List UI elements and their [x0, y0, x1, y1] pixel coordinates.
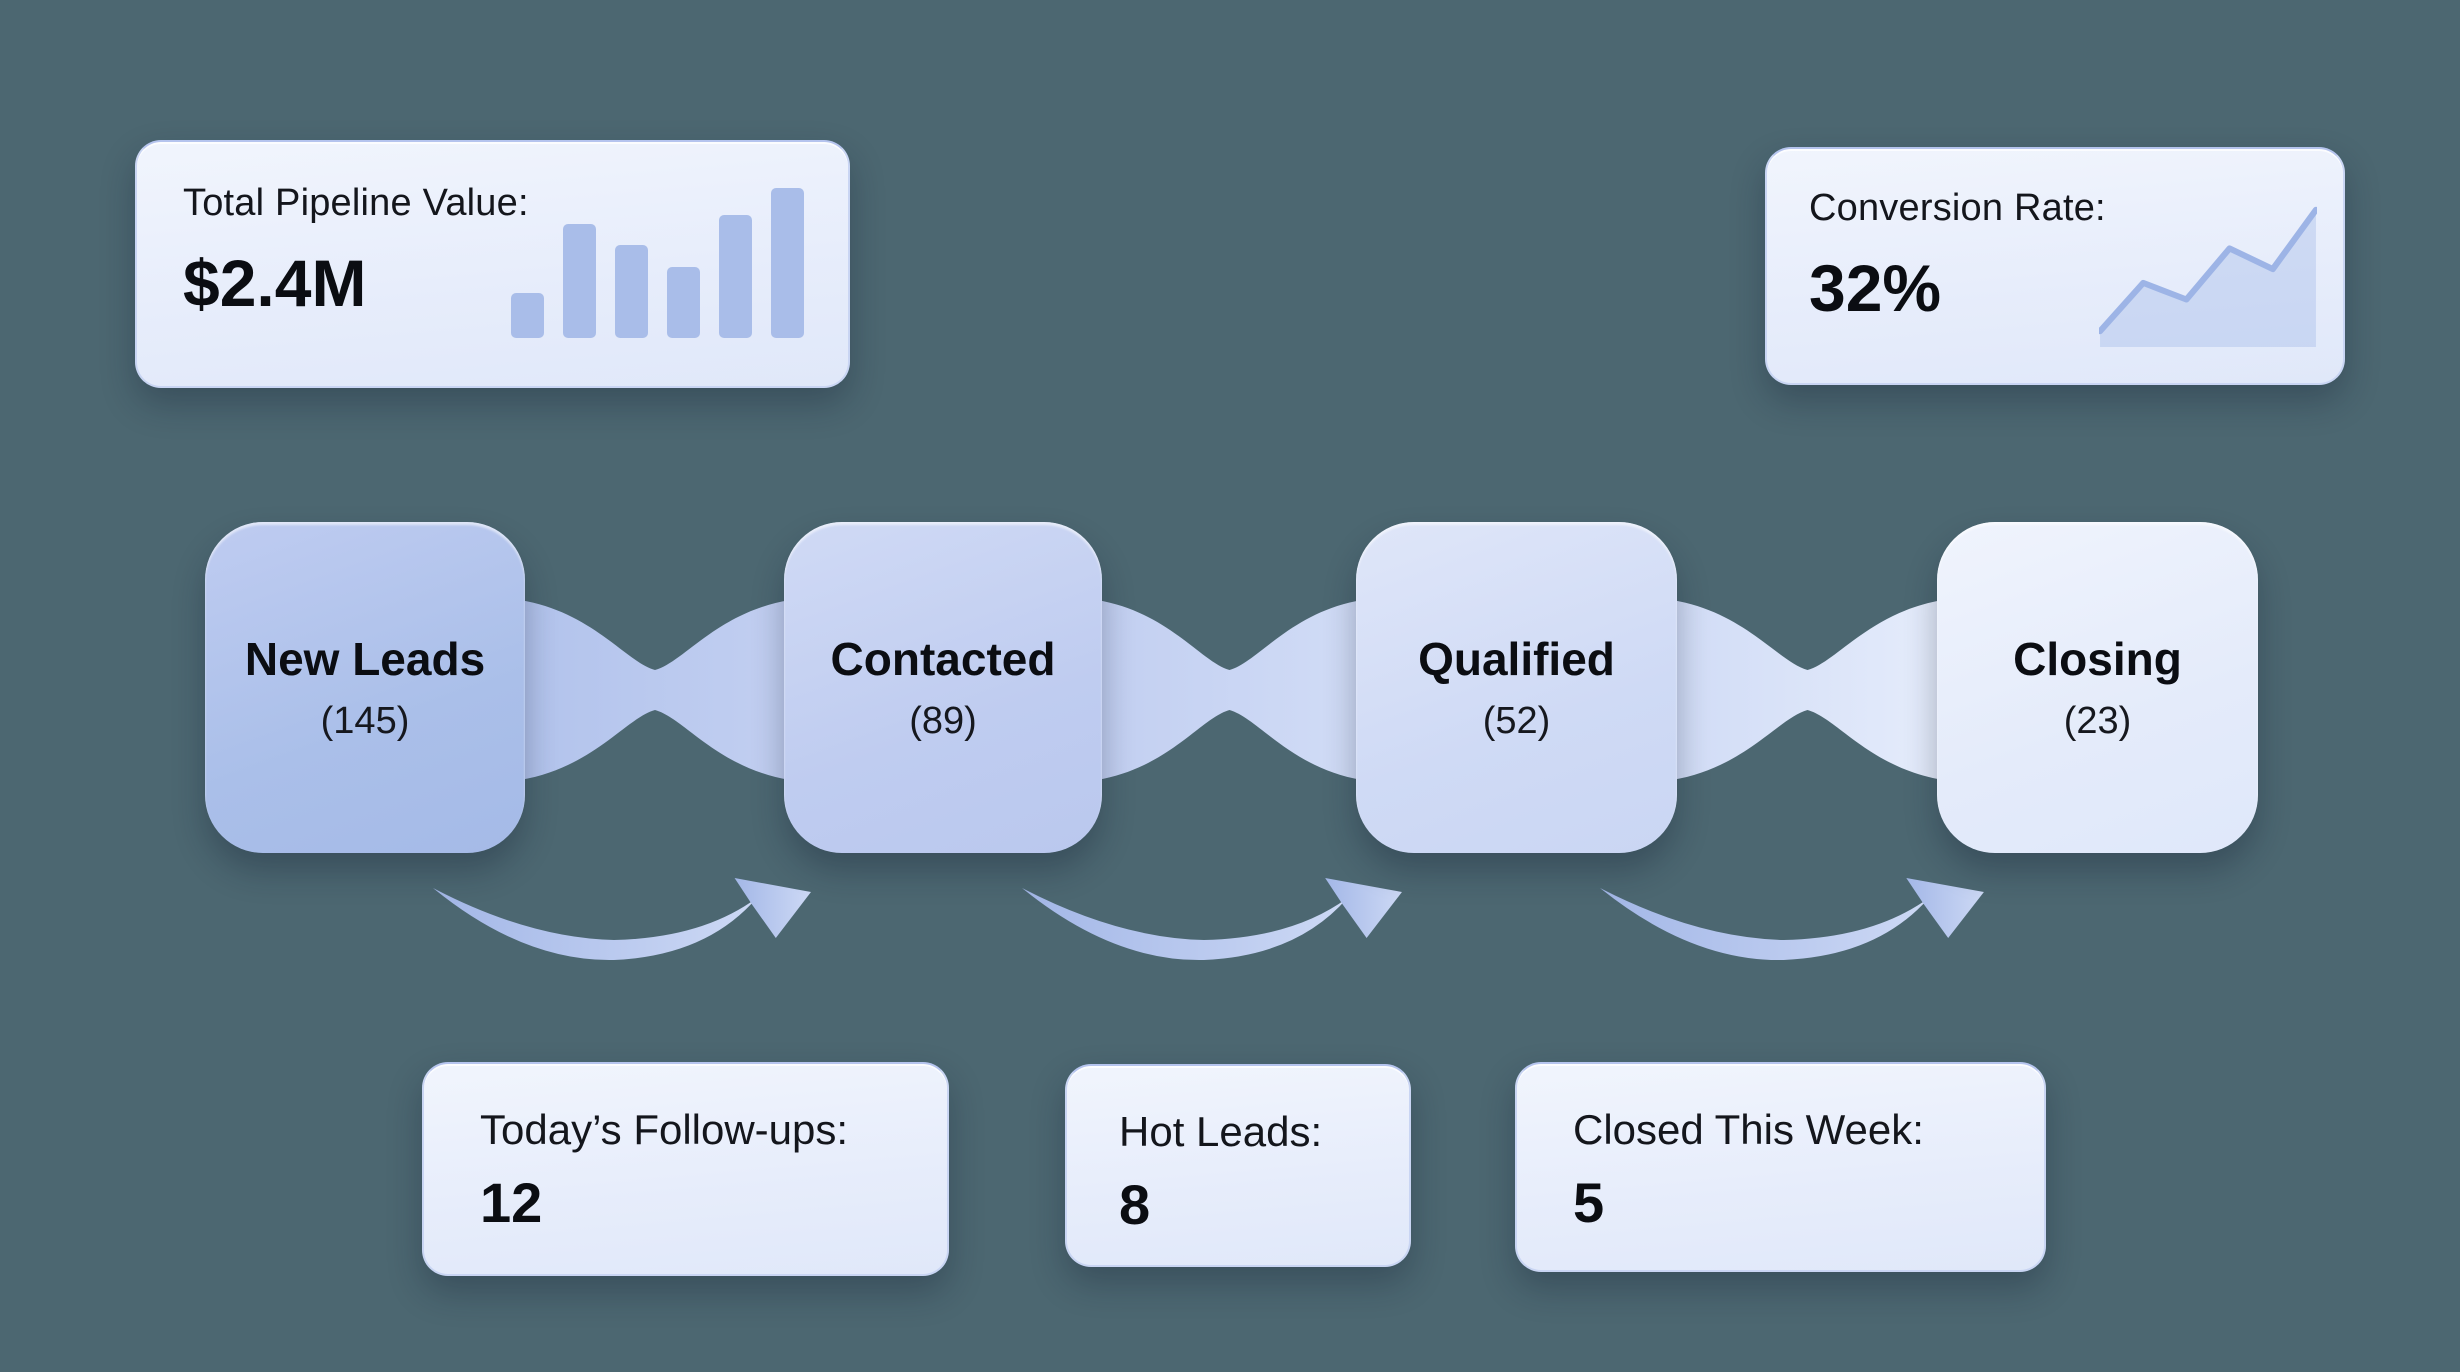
stage-count: (52) [1482, 700, 1551, 742]
flow-arrow-2-icon [1022, 878, 1402, 961]
bar [771, 188, 804, 338]
stage-name: Contacted [830, 633, 1056, 685]
hot-leads-value: 8 [1119, 1173, 1151, 1236]
line-chart-icon [2099, 206, 2317, 347]
hot-leads-card: Hot Leads: 8 [1065, 1064, 1411, 1267]
bar [615, 245, 648, 338]
bar [511, 293, 544, 338]
stage-connector-2 [1097, 600, 1362, 780]
stage-name: Closing [2013, 633, 2182, 685]
pipeline-value-label: Total Pipeline Value: [183, 182, 529, 224]
todays-followups-card: Today’s Follow-ups: 12 [422, 1062, 949, 1276]
closed-this-week-card: Closed This Week: 5 [1515, 1062, 2046, 1272]
pipeline-stage-new-leads[interactable]: New Leads (145) [205, 522, 525, 853]
line-chart-line [2099, 206, 2317, 335]
stage-count: (23) [2063, 700, 2132, 742]
closed-this-week-value: 5 [1573, 1171, 1605, 1234]
pipeline-stage-qualified[interactable]: Qualified (52) [1356, 522, 1677, 853]
conversion-rate-label: Conversion Rate: [1809, 187, 2106, 229]
flow-arrow-3-icon [1600, 878, 1984, 961]
pipeline-stage-contacted[interactable]: Contacted (89) [784, 522, 1102, 853]
stage-name: New Leads [244, 633, 486, 685]
stage-connector-3 [1672, 600, 1943, 780]
pipeline-stage-closing[interactable]: Closing (23) [1937, 522, 2258, 853]
stage-name: Qualified [1418, 633, 1615, 685]
todays-followups-value: 12 [480, 1171, 543, 1234]
conversion-rate-card: Conversion Rate: 32% [1765, 147, 2345, 385]
bar [667, 267, 700, 338]
todays-followups-label: Today’s Follow-ups: [480, 1106, 849, 1153]
closed-this-week-label: Closed This Week: [1573, 1106, 1924, 1153]
pipeline-value-amount: $2.4M [183, 246, 367, 320]
stage-count: (89) [909, 700, 977, 742]
flow-arrow-1-icon [433, 878, 811, 961]
bar-chart-icon [508, 188, 804, 338]
stage-connector-1 [520, 600, 790, 780]
stage-count: (145) [320, 700, 410, 742]
bar [719, 215, 752, 338]
conversion-rate-amount: 32% [1809, 251, 1942, 325]
hot-leads-label: Hot Leads: [1119, 1108, 1323, 1155]
pipeline-value-card: Total Pipeline Value: $2.4M [135, 140, 850, 388]
bar [563, 224, 596, 338]
